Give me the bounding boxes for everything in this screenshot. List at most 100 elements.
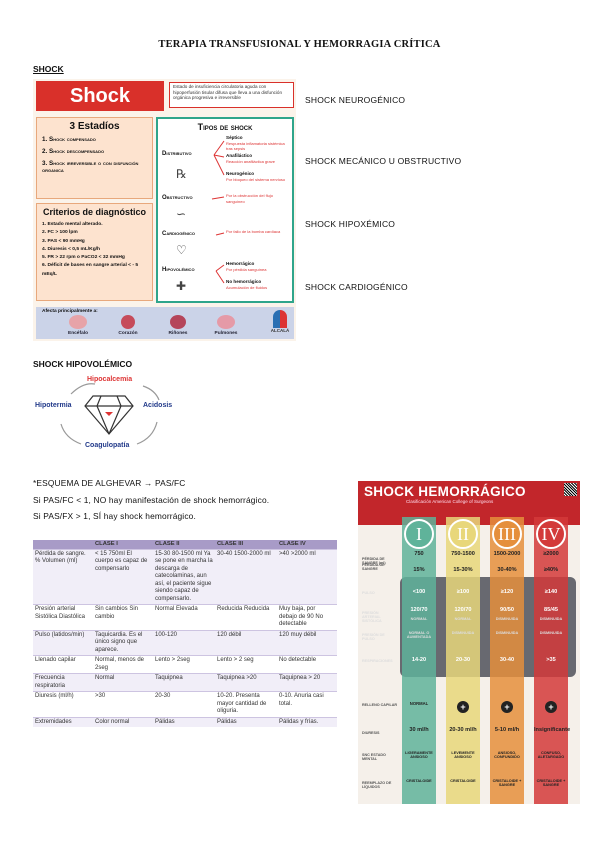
row-label-pp: PRESIÓN DE PULSO: [362, 633, 385, 642]
criterios-box: Criterios de diagnóstico 1. Estado menta…: [36, 203, 153, 301]
class-value-pp: DISMINUIDA: [451, 631, 475, 635]
class-value-relleno: NORMAL: [409, 701, 429, 706]
class-value-perdida: ≥2000: [543, 551, 559, 557]
section-heading-hipovolemico: SHOCK HIPOVOLÉMICO: [33, 359, 133, 369]
class-value-snc: CONFUSO, ALETARGADO: [537, 751, 565, 759]
organ-rinones: Riñones: [164, 315, 192, 336]
table-cell: No detectable: [277, 655, 337, 674]
table-row-label: Pulso (latidos/min): [33, 629, 93, 656]
table-cell: Taquicardia. Es el único signo que apare…: [93, 629, 153, 656]
class-value-relleno: +: [490, 701, 524, 713]
class-value-pas: 85/45: [544, 607, 558, 613]
class-numeral: I: [404, 519, 434, 549]
diagram-hipocalcemia: Hipocalcemia: [87, 376, 133, 383]
criterio-item: 1. Estado mental alterado.: [42, 222, 103, 227]
estadios-title: 3 Estadíos: [69, 121, 120, 132]
row-label-relleno: RELLENO CAPILAR: [362, 703, 398, 707]
table-cell: >30: [93, 691, 153, 717]
class-value-pulso: ≥140: [544, 589, 558, 595]
table-header: CLASE II: [153, 540, 215, 549]
side-label-neurogenico: SHOCK NEUROGÉNICO: [305, 95, 406, 105]
criterio-item: 5. FR > 22 rpm o PaCO2 < 32 mmHg: [42, 255, 125, 261]
vessel-icon: ∽: [176, 207, 187, 221]
class-value-perdida: 750-1500: [451, 551, 475, 557]
estadios-box: 3 Estadíos 1. Shock compensado 2. Shock …: [36, 117, 153, 199]
table-cell: 100-120: [153, 629, 215, 656]
class-value-liquidos: CRISTALOIDE + SANGRE: [536, 779, 566, 787]
table-cell: Pálidas y frías.: [277, 716, 337, 727]
table-cell: 30-40 1500-2000 ml: [215, 548, 277, 605]
class-value-fr: >35: [546, 657, 556, 663]
table-header: CLASE I: [93, 540, 153, 549]
class-numeral: II: [448, 519, 478, 549]
table-header: CLASE III: [215, 540, 277, 549]
hemorragico-title: SHOCK HEMORRÁGICO: [364, 484, 526, 499]
table-cell: 15-30 80-1500 ml Ya se pone en marcha la…: [153, 548, 215, 605]
cardiogenico-desc: Por fallo de la bomba cardíaca: [226, 229, 281, 234]
estadio-item: 1. Shock compensado: [42, 136, 96, 143]
class-value-snc: LEVEMENTE ANSIOSO: [451, 751, 475, 759]
organ-encefalo: Encéfalo: [64, 315, 92, 336]
table-cell: 20-30: [153, 691, 215, 717]
organs-bar: Afecta principalmente a: Encéfalo Corazó…: [36, 307, 294, 339]
table-row-label: Llenado capilar: [33, 655, 93, 674]
class-value-pct: 15-30%: [453, 567, 473, 573]
kidney-icon: [170, 315, 186, 329]
lungs-icon: [217, 315, 235, 329]
diagram-acidosis: Acidosis: [143, 402, 173, 409]
class-numeral: IV: [536, 519, 566, 549]
side-label-obstructivo: SHOCK MECÁNICO U OBSTRUCTIVO: [305, 156, 462, 166]
class-value-pas-note: DISMINUIDA: [495, 617, 519, 621]
shock-definition: Estado de insuficiencia circulatoria agu…: [169, 82, 294, 108]
alghevar-line: Si PAS/FX > 1, SÍ hay shock hemorrágico.: [33, 511, 196, 521]
class-column: [446, 517, 480, 804]
class-value-snc: LIGERAMENTE ANSIOSO: [405, 751, 433, 759]
row-label-pct: PÉRDIDA DE SANGRE: [362, 563, 385, 572]
table-cell: 10-20. Presenta mayor cantidad de oligur…: [215, 691, 277, 717]
class-value-diuresis: 5-10 ml/h: [494, 727, 520, 733]
section-heading-shock: SHOCK: [33, 64, 64, 74]
class-value-diuresis: 20-30 ml/h: [449, 727, 477, 733]
table-cell: 0-10. Anuria casi total.: [277, 691, 337, 717]
table-cell: 120 débil: [215, 629, 277, 656]
table-row-label: Extremidades: [33, 716, 93, 727]
table-row-label: Diuresis (ml/h): [33, 691, 93, 717]
clasificacion-table: CLASE I CLASE II CLASE III CLASE IV Pérd…: [33, 540, 337, 727]
class-value-relleno: +: [534, 701, 568, 713]
class-value-pas: 120/70: [410, 607, 428, 613]
table-cell: Taquipnea > 20: [277, 673, 337, 692]
obstructivo-desc: Por la obstrucción del flujo sanguíneo: [226, 193, 273, 204]
class-value-perdida: 750: [414, 551, 424, 557]
diagram-coagulopatia: Coagulopatía: [85, 442, 130, 449]
class-value-pas-note: NORMAL: [410, 617, 428, 621]
alghevar-heading: *ESQUEMA DE ALGHEVAR → PAS/FC: [33, 478, 186, 488]
tipos-arrows: [211, 140, 225, 284]
plus-icon: +: [545, 701, 557, 713]
table-cell: Normal Elevada: [153, 604, 215, 630]
class-column: [402, 517, 436, 804]
class-value-fr: 14-20: [411, 657, 427, 663]
class-value-liquidos: CRISTALOIDE: [406, 779, 432, 783]
alcala-logo: ALCALÁ: [270, 310, 290, 333]
row-label-perdida: PÉRDIDA DE SANGRE (ml): [362, 557, 386, 566]
diagram-hipotermia: Hipotermia: [35, 402, 72, 409]
table-cell: Muy baja, por debajo de 90 No detectable: [277, 604, 337, 630]
shock-infographic: Shock Estado de insuficiencia circulator…: [33, 79, 296, 341]
table-row: Pulso (latidos/min)Taquicardia. Es el ún…: [33, 629, 337, 656]
heart-organ-icon: [121, 315, 135, 329]
afecta-label: Afecta principalmente a:: [42, 309, 98, 314]
class-value-fr: 20-30: [455, 657, 471, 663]
shock-hemorragico-infographic: SHOCK HEMORRÁGICO Clasificación American…: [358, 481, 580, 804]
row-label-fr: RESPIRACIONES: [362, 659, 393, 663]
criterio-item: 4. Diuresis < 0,5 mL/Kg/h: [42, 246, 101, 252]
class-value-pp: NORMAL O AUMENTADA: [406, 631, 432, 639]
class-value-pct: ≥40%: [543, 567, 559, 573]
page-title: TERAPIA TRANSFUSIONAL Y HEMORRAGIA CRÍTI…: [158, 39, 441, 50]
heart-icon: ♡: [176, 243, 187, 257]
